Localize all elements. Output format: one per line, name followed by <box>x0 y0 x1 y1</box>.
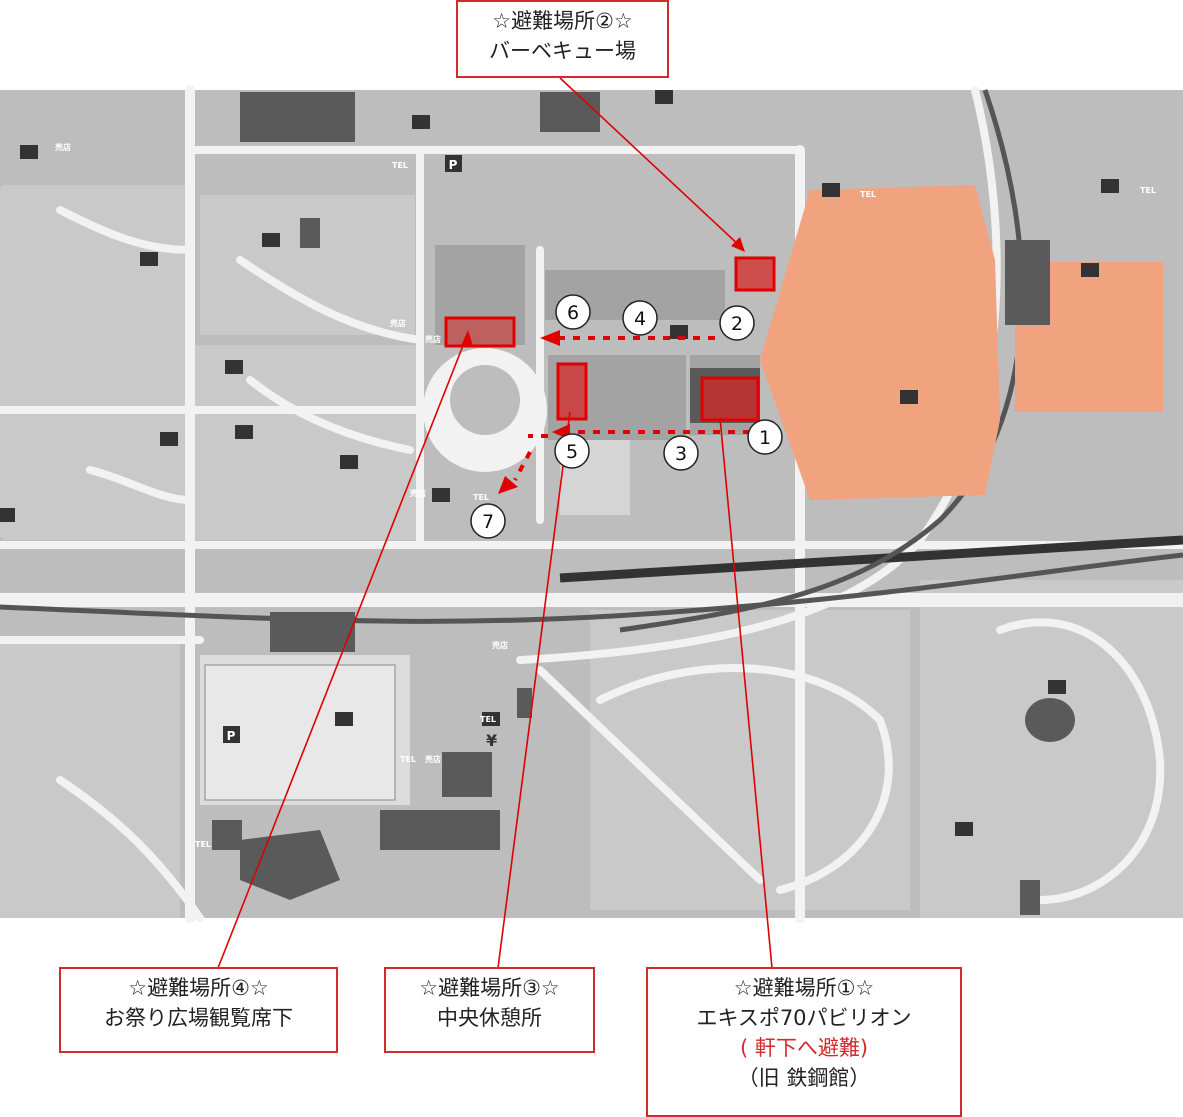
svg-text:売店: 売店 <box>492 640 508 650</box>
shelter-highlights <box>444 256 776 422</box>
parking-label-2: P <box>449 158 458 172</box>
callout-shelter-2: ☆避難場所②☆ バーベキュー場 <box>456 0 669 78</box>
svg-text:TEL: TEL <box>392 161 408 170</box>
shop-labels: 売店 売店 売店 売店 売店 売店 <box>55 142 508 764</box>
svg-text:売店: 売店 <box>425 754 441 764</box>
svg-text:5: 5 <box>566 441 578 463</box>
route-marker-5: 5 <box>554 433 590 469</box>
svg-text:6: 6 <box>567 302 579 324</box>
svg-text:TEL: TEL <box>400 755 416 764</box>
route-marker-7: 7 <box>470 503 506 539</box>
callout-shelter-1-name: エキスポ70パビリオン <box>696 1006 912 1030</box>
svg-text:TEL: TEL <box>860 190 876 199</box>
parking-icon-2 <box>445 155 462 172</box>
callout-shelter-3: ☆避難場所③☆ 中央休憩所 <box>384 967 595 1053</box>
svg-text:TEL: TEL <box>1140 186 1156 195</box>
callout-shelter-4-title: ☆避難場所④☆ <box>128 976 269 1000</box>
svg-text:4: 4 <box>634 308 646 330</box>
svg-text:2: 2 <box>731 313 743 335</box>
callout-shelter-1-note: ( 軒下へ避難) <box>739 1036 869 1060</box>
shelter-box-2 <box>734 256 776 292</box>
railway <box>0 89 1183 633</box>
callout-shelter-2-name: バーベキュー場 <box>489 39 636 63</box>
route-marker-1: 1 <box>747 419 783 455</box>
leader-arrowheads <box>461 237 745 346</box>
orange-areas <box>760 185 1163 500</box>
tel-labels: TEL TEL TEL TEL TEL TEL TEL <box>195 161 1156 849</box>
svg-text:売店: 売店 <box>390 318 406 328</box>
route-markers: 1 2 3 4 5 6 7 <box>470 294 783 539</box>
facility-icons <box>0 90 1119 836</box>
shelter-box-1 <box>700 376 760 422</box>
callout-shelter-4-name: お祭り広場観覧席下 <box>104 1006 293 1030</box>
callout-shelter-4: ☆避難場所④☆ お祭り広場観覧席下 <box>59 967 338 1053</box>
callout-shelter-1-former-name: （旧 鉄鋼館） <box>737 1066 871 1090</box>
callout-shelter-2-title: ☆避難場所②☆ <box>492 9 633 33</box>
svg-text:3: 3 <box>675 443 687 465</box>
svg-text:売店: 売店 <box>410 488 426 498</box>
svg-text:売店: 売店 <box>425 334 441 344</box>
parking-icon <box>223 726 240 743</box>
parking-label: P <box>227 729 236 743</box>
evacuation-route <box>513 336 750 481</box>
callout-shelter-1-title: ☆避難場所①☆ <box>733 976 875 1000</box>
svg-text:TEL: TEL <box>473 493 489 502</box>
route-marker-4: 4 <box>622 300 658 336</box>
route-marker-6: 6 <box>555 294 591 330</box>
shelter-box-3 <box>556 362 588 421</box>
callout-shelter-1: ☆避難場所①☆ エキスポ70パビリオン ( 軒下へ避難) （旧 鉄鋼館） <box>646 967 962 1117</box>
callout-shelter-3-title: ☆避難場所③☆ <box>419 976 560 1000</box>
route-marker-3: 3 <box>663 435 699 471</box>
svg-text:売店: 売店 <box>55 142 71 152</box>
svg-text:TEL: TEL <box>480 715 496 724</box>
leader-lines <box>217 77 773 969</box>
shelter-box-4 <box>444 316 516 348</box>
roads <box>0 85 1183 923</box>
svg-text:TEL: TEL <box>195 840 211 849</box>
route-marker-2: 2 <box>719 305 755 341</box>
svg-text:1: 1 <box>759 427 771 449</box>
svg-text:7: 7 <box>482 511 494 533</box>
yen-icon: ¥ <box>486 731 497 750</box>
callout-shelter-3-name: 中央休憩所 <box>437 1006 542 1030</box>
